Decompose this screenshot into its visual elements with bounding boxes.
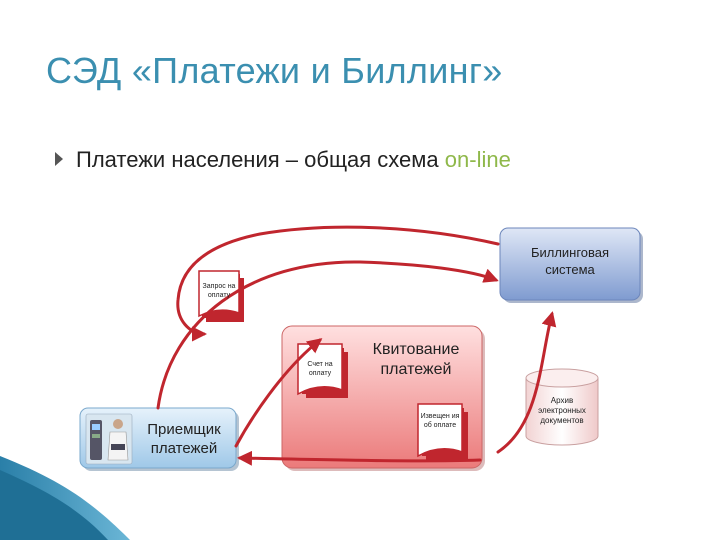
bullet-triangle-icon bbox=[55, 152, 63, 166]
archive-label: Архив электронных документов bbox=[538, 396, 586, 425]
decorative-wave bbox=[0, 456, 130, 540]
payment-request-label: Запрос на оплату bbox=[202, 283, 236, 299]
arrow-reconcile-to-billing bbox=[496, 311, 557, 454]
bullet-text: Платежи населения – общая схема on-line bbox=[76, 147, 511, 173]
archive-cylinder bbox=[525, 368, 599, 446]
arrow-receiver-to-reconcile bbox=[234, 338, 323, 448]
payment-request-document bbox=[198, 270, 244, 322]
bullet-main-text: Платежи населения – общая схема bbox=[76, 147, 445, 172]
reconciliation-label: Квитование платежей bbox=[372, 341, 460, 378]
arrow-billing-to-invoice bbox=[176, 225, 500, 342]
billing-system-label: Биллинговая система bbox=[530, 245, 610, 277]
invoice-document bbox=[297, 343, 348, 398]
billing-system-box bbox=[499, 227, 643, 303]
arrow-reconcile-to-receiver bbox=[237, 450, 482, 466]
notification-document bbox=[417, 403, 468, 460]
invoice-label: Счет на оплату bbox=[307, 361, 333, 377]
bullet-highlight-text: on-line bbox=[444, 147, 511, 172]
payment-receiver-label: Приемщик платежей bbox=[147, 421, 221, 457]
slide-title: СЭД «Платежи и Биллинг» bbox=[46, 50, 503, 91]
notification-label: Извещен ия об оплате bbox=[420, 413, 460, 429]
arrow-receiver-to-billing bbox=[156, 260, 499, 410]
